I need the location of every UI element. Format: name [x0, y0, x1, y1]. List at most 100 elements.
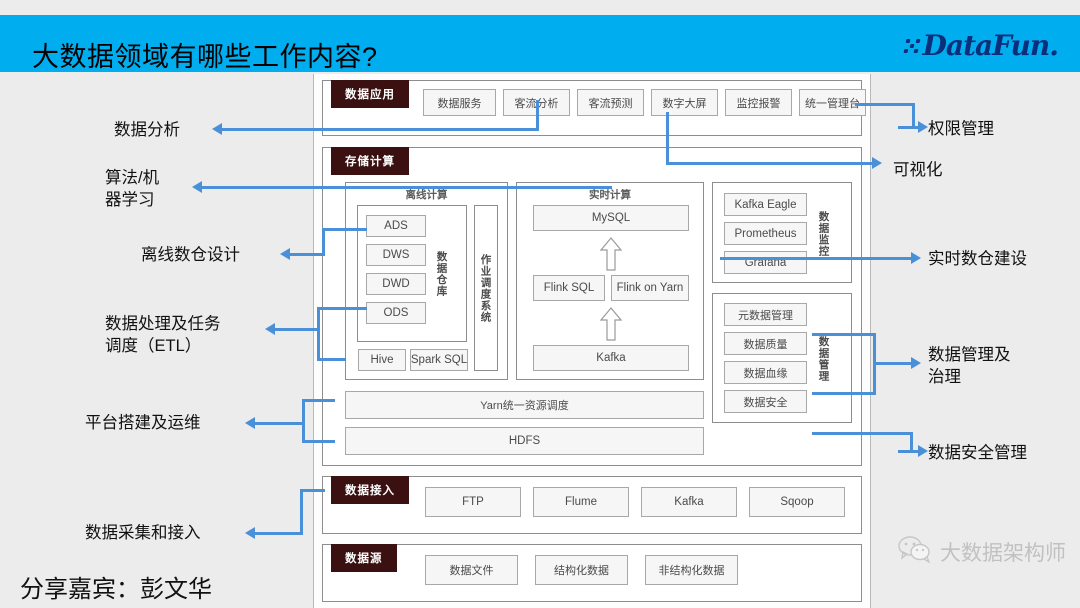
connector-offline-design-a	[290, 253, 325, 256]
panel-data-governance: 元数据管理 数据质量 数据血缘 数据安全 数据管理	[712, 293, 852, 423]
arrowhead-realtime-warehouse	[911, 252, 921, 264]
note-offline-warehouse-design: 离线数仓设计	[141, 246, 240, 264]
arrowhead-data-analysis	[212, 123, 222, 135]
chip-unstructured-data[interactable]: 非结构化数据	[645, 555, 738, 585]
label-data-governance: 数据管理	[817, 336, 830, 382]
connector-platform-a	[255, 422, 305, 425]
presenter-label: 分享嘉宾：彭文华	[20, 576, 212, 603]
chip-prometheus[interactable]: Prometheus	[724, 222, 807, 245]
chip-ods[interactable]: ODS	[366, 302, 426, 324]
arrow-up-to-flink	[600, 307, 622, 341]
chip-mysql[interactable]: MySQL	[533, 205, 689, 231]
connector-ingestion-b	[300, 489, 325, 492]
arrowhead-visualization	[872, 157, 882, 169]
connector-permission-b	[898, 126, 920, 129]
connector-etl-a	[275, 328, 320, 331]
connector-offline-design-b	[322, 228, 367, 231]
chip-ads[interactable]: ADS	[366, 215, 426, 237]
chip-structured-data[interactable]: 结构化数据	[535, 555, 628, 585]
page-title: 大数据领域有哪些工作内容?	[32, 42, 378, 72]
chip-digital-screen[interactable]: 数字大屏	[651, 89, 718, 116]
layer-data-source: 数据源 数据文件 结构化数据 非结构化数据	[322, 544, 862, 602]
layer-tag-data-ingestion: 数据接入	[331, 476, 409, 504]
chip-hive[interactable]: Hive	[358, 349, 406, 371]
arrowhead-etl	[265, 323, 275, 335]
note-etl-scheduling: 数据处理及任务 调度（ETL）	[105, 315, 221, 356]
wechat-icon	[898, 535, 932, 568]
logo-text: DataFun.	[922, 29, 1059, 62]
connector-governance-b	[812, 392, 876, 395]
connector-etl-c	[317, 358, 346, 361]
arrowhead-governance	[911, 357, 921, 369]
chip-sqoop[interactable]: Sqoop	[749, 487, 845, 517]
chip-grafana[interactable]: Grafana	[724, 251, 807, 274]
layer-tag-data-application: 数据应用	[331, 80, 409, 108]
chip-ftp[interactable]: FTP	[425, 487, 521, 517]
connector-platform-c	[302, 440, 335, 443]
connector-security-v	[910, 432, 913, 452]
chip-hdfs[interactable]: HDFS	[345, 427, 704, 455]
watermark-text: 大数据架构师	[940, 541, 1066, 565]
chip-flume[interactable]: Flume	[533, 487, 629, 517]
connector-permission-v	[912, 103, 915, 128]
chip-spark-sql[interactable]: Spark SQL	[410, 349, 468, 371]
chip-data-file[interactable]: 数据文件	[425, 555, 518, 585]
note-data-security-mgmt: 数据安全管理	[928, 444, 1027, 462]
layer-data-application: 数据应用 数据服务 客流分析 客流预测 数字大屏 监控报警 统一管理台	[322, 80, 866, 136]
chip-yarn-resource-scheduling[interactable]: Yarn统一资源调度	[345, 391, 704, 419]
note-visualization: 可视化	[893, 161, 943, 179]
label-data-warehouse: 数据仓库	[435, 251, 448, 297]
note-realtime-warehouse: 实时数仓建设	[928, 250, 1027, 268]
chip-dwd[interactable]: DWD	[366, 273, 426, 295]
panel-realtime-compute: 实时计算 MySQL Flink SQL Flink on Yarn Kafka	[516, 182, 704, 380]
label-job-scheduler: 作业调度系统	[479, 253, 492, 323]
connector-platform-b	[302, 399, 335, 402]
chip-data-security[interactable]: 数据安全	[724, 390, 807, 413]
chip-data-lineage[interactable]: 数据血缘	[724, 361, 807, 384]
arrowhead-platform	[245, 417, 255, 429]
wechat-watermark: 大数据架构师	[898, 535, 1066, 568]
label-data-monitoring: 数据监控	[817, 210, 830, 257]
connector-data-analysis-v	[536, 100, 539, 131]
panel-title-offline: 离线计算	[405, 189, 448, 201]
arrowhead-algorithm-ml	[192, 181, 202, 193]
connector-realtime-warehouse	[720, 257, 913, 260]
layer-storage-compute: 存储计算 离线计算 ADS DWS DWD ODS 数据仓库 作业调度系统 Hi…	[322, 147, 862, 466]
chip-metadata-management[interactable]: 元数据管理	[724, 303, 807, 326]
note-permission-management: 权限管理	[928, 120, 994, 138]
chip-data-quality[interactable]: 数据质量	[724, 332, 807, 355]
chip-flow-forecast[interactable]: 客流预测	[577, 89, 644, 116]
layer-data-ingestion: 数据接入 FTP Flume Kafka Sqoop	[322, 476, 862, 534]
panel-data-warehouse: ADS DWS DWD ODS 数据仓库	[357, 205, 467, 342]
connector-offline-design-v	[322, 228, 325, 256]
layer-tag-storage-compute: 存储计算	[331, 147, 409, 175]
note-algorithm-ml: 算法/机 器学习	[105, 169, 160, 210]
chip-dws[interactable]: DWS	[366, 244, 426, 266]
connector-permission-a	[855, 103, 915, 106]
note-data-collection: 数据采集和接入	[85, 524, 201, 542]
arrowhead-permission	[918, 121, 928, 133]
connector-visualization-h	[666, 162, 873, 165]
chip-monitor-alarm[interactable]: 监控报警	[725, 89, 792, 116]
chip-kafka-ingest[interactable]: Kafka	[641, 487, 737, 517]
note-platform-ops: 平台搭建及运维	[85, 414, 201, 432]
chip-unified-console[interactable]: 统一管理台	[799, 89, 866, 116]
chip-flink-on-yarn[interactable]: Flink on Yarn	[611, 275, 689, 301]
panel-job-scheduler: 作业调度系统	[474, 205, 498, 371]
layer-tag-data-source: 数据源	[331, 544, 397, 572]
architecture-diagram: 数据应用 数据服务 客流分析 客流预测 数字大屏 监控报警 统一管理台 存储计算…	[313, 74, 871, 608]
connector-security-b	[898, 450, 920, 453]
connector-etl-v	[317, 307, 320, 361]
arrowhead-ingestion	[245, 527, 255, 539]
panel-title-realtime: 实时计算	[589, 189, 631, 201]
connector-data-analysis	[222, 128, 539, 131]
chip-kafka-eagle[interactable]: Kafka Eagle	[724, 193, 807, 216]
note-data-analysis: 数据分析	[114, 121, 180, 139]
connector-algorithm-ml	[202, 186, 612, 189]
arrow-up-to-mysql	[600, 237, 622, 271]
chip-flink-sql[interactable]: Flink SQL	[533, 275, 605, 301]
chip-data-service[interactable]: 数据服务	[423, 89, 496, 116]
connector-platform-v	[302, 399, 305, 443]
arrowhead-offline-design	[280, 248, 290, 260]
chip-kafka-stream[interactable]: Kafka	[533, 345, 689, 371]
